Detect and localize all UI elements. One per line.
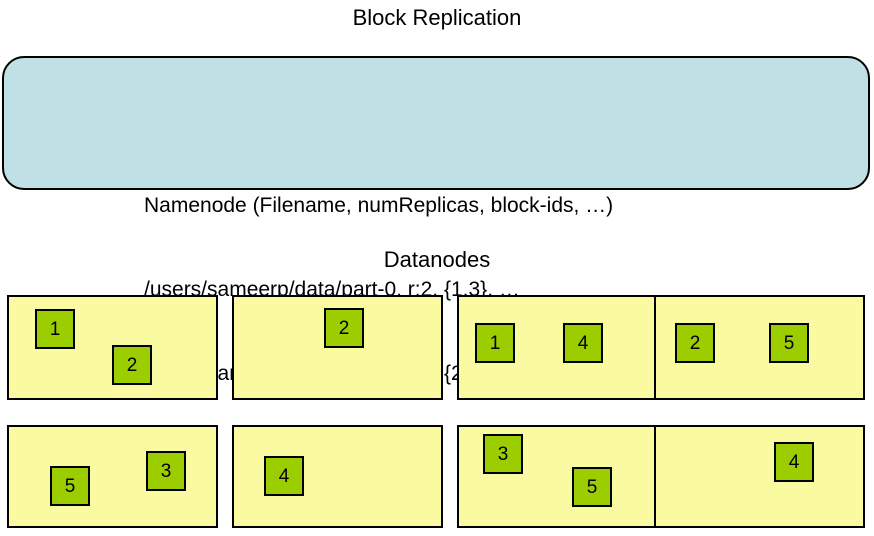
block-replica: 4 [264,456,304,496]
datanode-box: 2 [232,295,443,400]
block-replica: 1 [35,309,75,349]
block-replica: 5 [50,466,90,506]
namenode-line-header: Namenode (Filename, numReplicas, block-i… [144,194,614,217]
block-replica: 2 [675,323,715,363]
block-replica: 5 [572,467,612,507]
datanode-box: 4 [232,425,443,528]
namenode-container: Namenode (Filename, numReplicas, block-i… [2,56,870,385]
block-replica: 5 [769,323,809,363]
datanode-box: 4 [654,425,865,528]
block-replica: 3 [146,451,186,491]
block-replica: 2 [112,345,152,385]
block-replica: 4 [774,442,814,482]
block-replica: 1 [475,323,515,363]
block-replica: 2 [324,308,364,348]
block-replica: 3 [483,434,523,474]
datanodes-section-label: Datanodes [383,247,491,272]
block-replica: 4 [563,323,603,363]
page-title: Block Replication [352,5,522,30]
